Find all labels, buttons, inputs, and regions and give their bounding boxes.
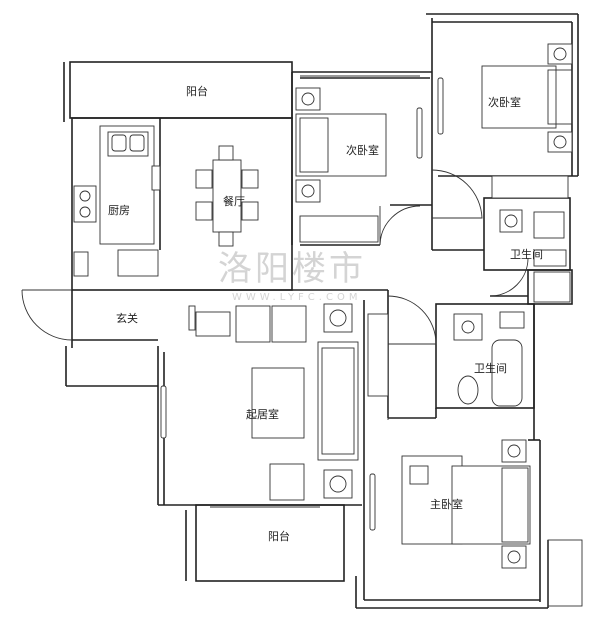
watermark-chinese: 洛阳楼市 xyxy=(218,249,366,289)
master-furniture xyxy=(401,439,531,569)
room-labels: 阳台 厨房 餐厅 次卧室 次卧室 卫生间 卫生间 玄关 起居室 主卧室 阳台 xyxy=(108,84,543,543)
dining-set xyxy=(195,145,259,247)
stove-icon xyxy=(73,185,97,223)
sink-icon xyxy=(499,209,523,233)
toilet-icon xyxy=(533,211,565,239)
wardrobe-a xyxy=(299,215,379,243)
doors xyxy=(21,169,529,420)
corridor-closet xyxy=(367,313,389,397)
entry-door xyxy=(21,289,73,341)
bathtub-icon xyxy=(491,339,523,407)
bath-b-door xyxy=(387,295,437,345)
armchair-left xyxy=(235,305,271,343)
label-bathroom-a: 卫生间 xyxy=(510,247,543,261)
watermark-url: WWW.LYFC.COM xyxy=(232,292,361,303)
bedroom-a-furniture xyxy=(295,87,387,243)
label-balcony-bottom: 阳台 xyxy=(268,529,290,543)
top-balcony-outline xyxy=(69,61,293,119)
sink-b-icon xyxy=(453,313,483,341)
label-balcony-top: 阳台 xyxy=(186,84,208,98)
label-living-room: 起居室 xyxy=(246,407,279,421)
label-second-bedroom-b: 次卧室 xyxy=(488,95,521,109)
label-dining: 餐厅 xyxy=(223,194,245,208)
sofa xyxy=(317,341,359,461)
master-bed xyxy=(451,465,531,545)
bedroom-a-door xyxy=(379,205,421,246)
bath-a-door xyxy=(489,257,529,297)
windows xyxy=(160,75,444,531)
armchair-right xyxy=(271,305,307,343)
bottom-balcony-outline xyxy=(195,504,345,582)
bedroom-b-door xyxy=(431,169,483,219)
bed-a xyxy=(295,113,387,177)
bath-a-fixtures xyxy=(499,209,571,303)
label-entry: 玄关 xyxy=(116,311,138,325)
kitchen-fixtures xyxy=(73,125,161,277)
hall-closet xyxy=(367,313,389,397)
dining-table xyxy=(212,159,242,233)
label-master-bedroom: 主卧室 xyxy=(430,497,463,511)
armchair-bottom xyxy=(269,463,305,501)
side-table-icon xyxy=(323,303,353,333)
label-kitchen: 厨房 xyxy=(108,204,130,217)
bed-b xyxy=(481,65,557,129)
watermark: 洛阳楼市 WWW.LYFC.COM xyxy=(218,249,366,303)
wardrobe-b xyxy=(491,175,569,199)
label-second-bedroom-a: 次卧室 xyxy=(346,143,379,157)
bath-b-fixtures xyxy=(453,311,525,407)
bedroom-b-furniture xyxy=(481,43,573,199)
living-furniture xyxy=(188,303,359,501)
label-bathroom-b: 卫生间 xyxy=(474,361,507,375)
coffee-table xyxy=(251,367,305,439)
